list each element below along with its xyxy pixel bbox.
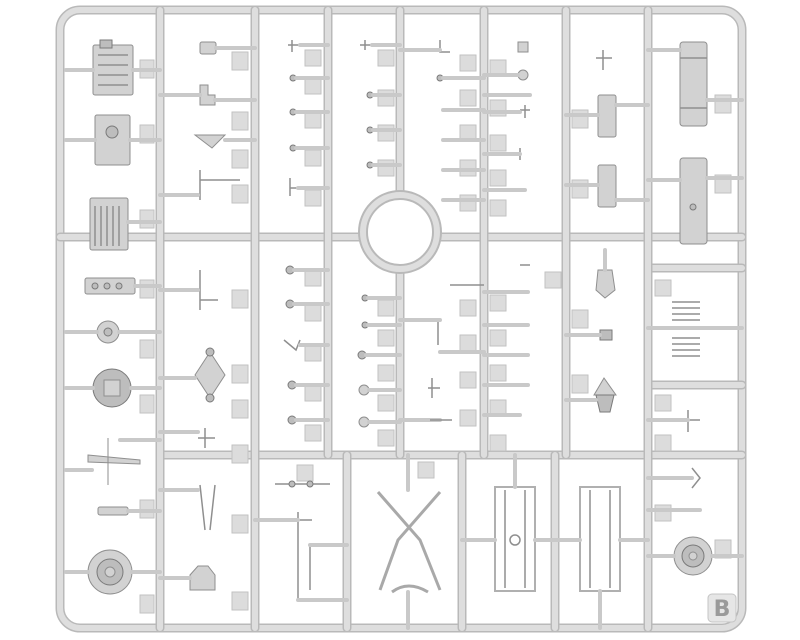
spare-wheel-part [64, 549, 162, 595]
cylinder-head-part [84, 277, 162, 295]
leaf-springs-part [646, 301, 744, 357]
chassis-rail-right-part [553, 486, 650, 630]
sprue-center-ring [358, 190, 442, 274]
column-7-parts [564, 50, 650, 413]
chassis-rail-left-part [460, 453, 557, 592]
levers-column-3 [283, 40, 330, 425]
flywheel-part [64, 320, 162, 344]
gearbox-part [64, 114, 162, 166]
bottom-left-rods [253, 480, 349, 602]
small-parts-column-2 [158, 41, 257, 591]
chassis-x-brace-part [376, 453, 442, 630]
part-number-tabs [139, 49, 732, 614]
clutch-housing-part [64, 368, 162, 408]
linkage-parts [646, 410, 702, 512]
sprue-letter-tag: B [707, 593, 737, 623]
levers-column-6 [482, 41, 532, 417]
sprue-letter: B [714, 597, 731, 622]
engine-block-part [64, 39, 162, 96]
fuel-tank-lower-part [646, 157, 744, 245]
levers-column-4 [357, 40, 402, 428]
axle-shaft-part [97, 506, 162, 516]
fuel-tank-upper-part [646, 41, 744, 127]
levers-column-5 [398, 40, 486, 422]
fan-part [64, 438, 162, 485]
road-wheel-part [646, 536, 744, 576]
sprue-runners [55, 5, 747, 633]
radiator-part [89, 197, 162, 251]
